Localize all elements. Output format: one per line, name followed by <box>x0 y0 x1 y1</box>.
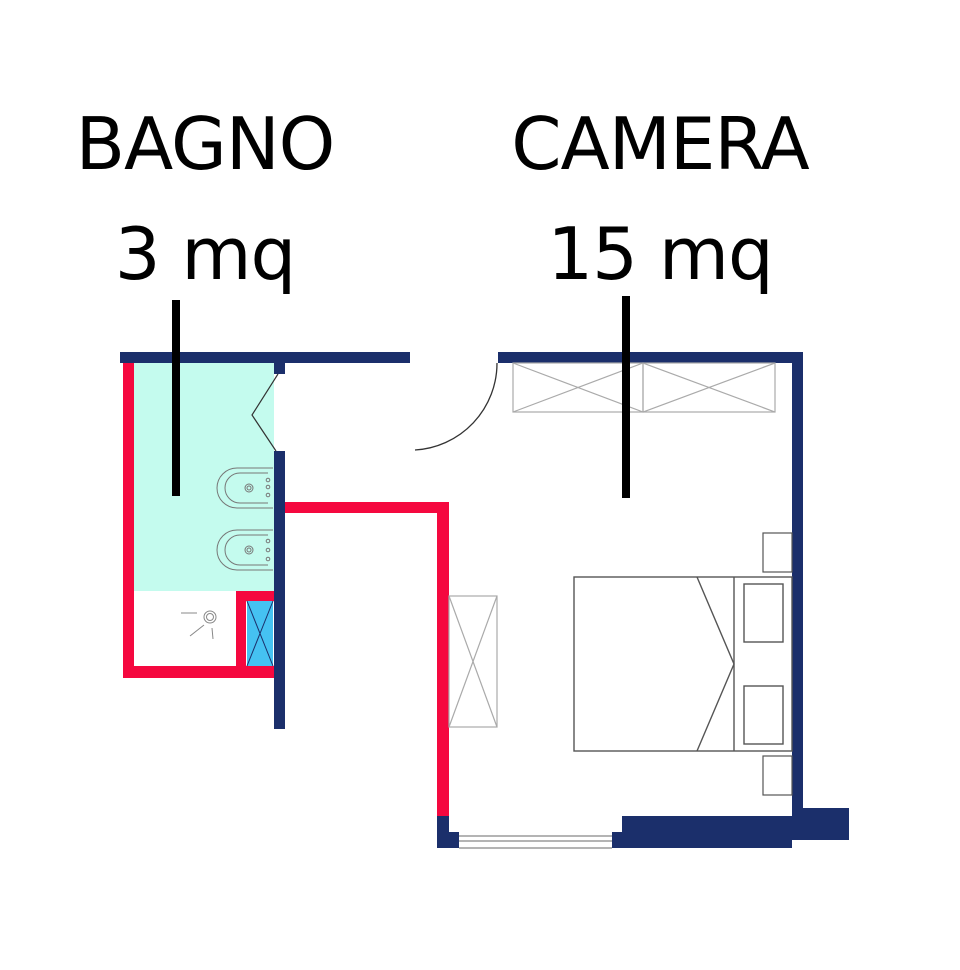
toilet <box>216 529 273 571</box>
leader-line-camera <box>622 296 630 498</box>
wardrobe-top <box>512 362 776 413</box>
double-bed <box>573 576 793 752</box>
wardrobe-side <box>448 595 498 728</box>
pillow-top <box>743 583 784 643</box>
room-title-bagno: BAGNO <box>75 102 336 186</box>
shower-box <box>246 600 274 667</box>
shower-floor <box>134 591 236 666</box>
bathroom-folding-door <box>251 373 279 452</box>
pillow-bottom <box>743 685 784 745</box>
bathroom-floor <box>134 363 274 591</box>
leader-line-bagno <box>172 300 180 496</box>
shower-head-icon <box>181 610 217 640</box>
exterior-walls <box>120 352 849 848</box>
room-area-bagno: 3 mq <box>114 212 297 296</box>
nightstands <box>762 532 793 796</box>
interior-walls <box>123 363 449 818</box>
entry-door-swing <box>414 362 498 451</box>
window <box>459 835 612 849</box>
room-title-camera: CAMERA <box>511 102 810 186</box>
room-area-camera: 15 mq <box>547 212 773 296</box>
bidet <box>216 467 273 509</box>
